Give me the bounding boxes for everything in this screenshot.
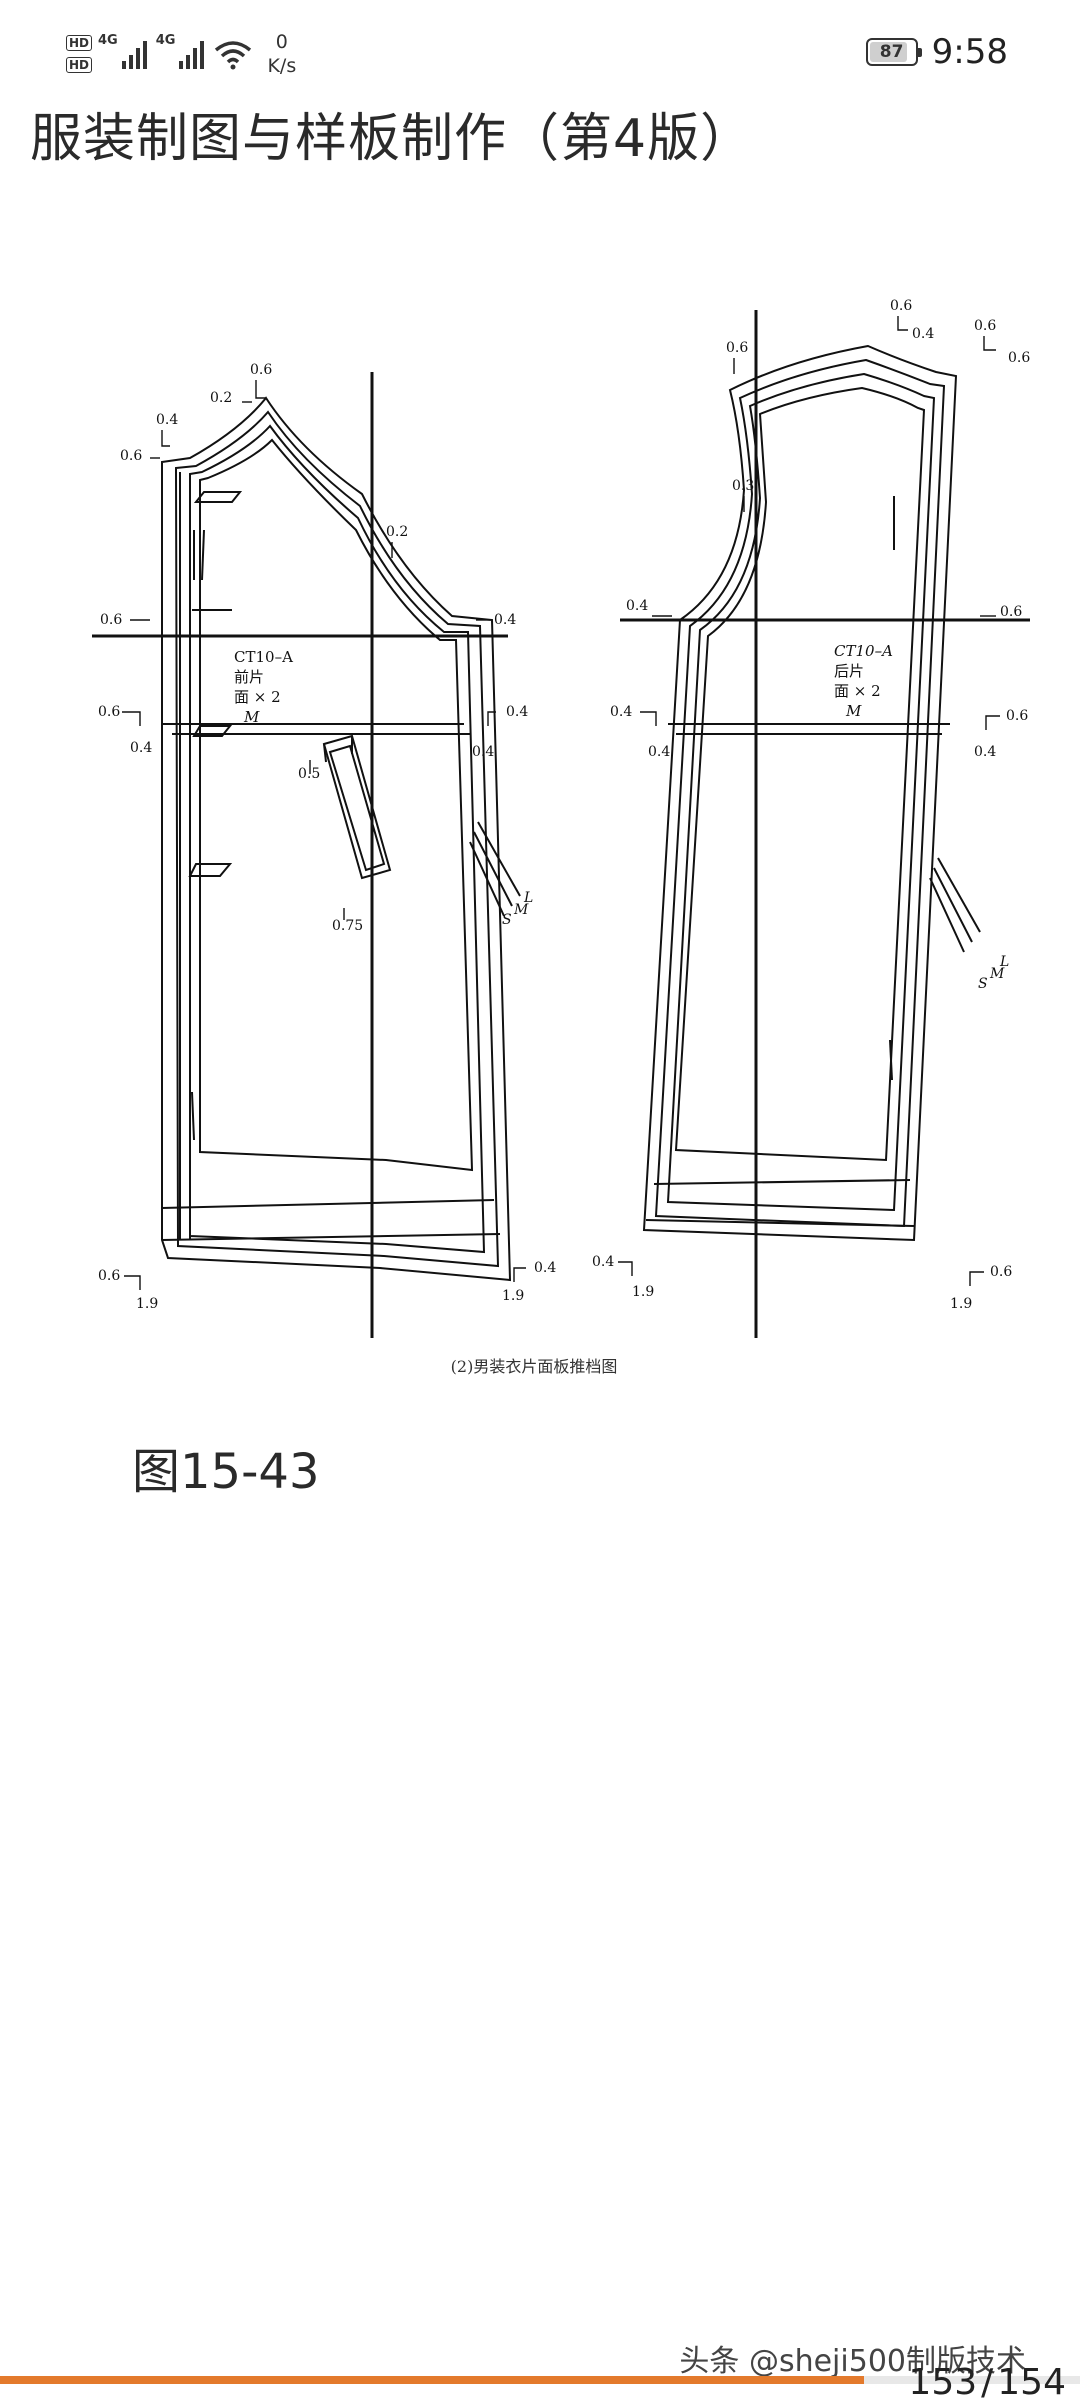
status-bar: HD HD 4G 4G [0,0,1080,100]
front-size-line-l: L [523,890,533,906]
back-grade-hem-left-down: 1.9 [632,1284,654,1300]
network-type-label: 4G [155,32,176,48]
front-size-line-s: S [502,912,512,928]
front-size-line-m: M [513,902,529,918]
signal-1: 4G [98,33,150,69]
front-grade-shoulder-left: 0.6 [120,448,142,464]
front-grade-hem-left-down: 1.9 [136,1296,158,1312]
back-piece-qty: 面 × 2 [834,682,881,700]
back-grade-chest-right: 0.6 [1000,604,1022,620]
back-grade-waist-left-up: 0.4 [610,704,632,720]
back-piece-name: 后片 [834,662,864,680]
front-piece-qty: 面 × 2 [234,688,281,706]
front-grade-hem-right-down: 1.9 [502,1288,524,1304]
back-grade-chest-left: 0.4 [626,598,648,614]
net-speed: 0 K/s [267,30,296,78]
figure-caption: (2)男装衣片面板推档图 [451,1357,618,1376]
page-separator: / [981,2362,994,2403]
back-grade-hem-right-up: 0.6 [990,1264,1012,1280]
back-grade-hem-left-up: 0.4 [592,1254,614,1270]
wifi-icon [215,41,252,70]
back-grade-shoulder-left: 0.6 [726,340,748,356]
reading-progress-bar[interactable] [0,2376,1080,2384]
reading-progress-fill [0,2376,864,2384]
front-grade-armhole: 0.2 [386,524,408,540]
page-total: 154 [997,2362,1066,2403]
signal-bars-icon [121,41,147,69]
back-grade-armhole: 0.3 [732,478,754,494]
watermark-text: 头条 @sheji500制版技术 [679,2344,1026,2379]
front-grade-waist-left-down: 0.4 [130,740,152,756]
back-grade-shoulder-right-up: 0.6 [974,318,996,334]
front-grade-hem-left-up: 0.6 [98,1268,120,1284]
back-piece-code: CT10–A [834,642,893,660]
front-grade-pocket-top: 0.5 [298,766,320,782]
front-piece-outline [92,372,521,1338]
front-grade-neck-top: 0.6 [250,362,272,378]
front-grade-shoulder-up: 0.4 [156,412,178,428]
grade-arrows [122,316,1000,1290]
clock: 9:58 [931,32,1008,72]
document-title: 服装制图与样板制作（第4版） [30,109,754,169]
hd-badge: HD [66,57,93,73]
front-piece-size: M [243,708,260,726]
page-current: 153 [908,2362,978,2403]
pattern-figure: 0.6 0.2 0.4 0.6 0.2 0.6 0.4 0.6 0.4 0.4 … [0,280,1080,1400]
battery-icon: 87 [865,38,922,66]
back-grade-waist-left-down: 0.4 [648,744,670,760]
front-piece-name: 前片 [234,668,264,686]
back-piece-outline [620,310,1030,1338]
back-grade-hem-right-down: 1.9 [950,1296,972,1312]
back-size-line-m: M [989,966,1005,982]
status-icons-right: 87 9:58 [865,30,1008,74]
back-grade-shoulder-right: 0.6 [1008,350,1030,366]
battery-level: 87 [879,42,904,62]
net-speed-value: 0 [275,31,288,53]
back-grade-waist-right-up: 0.6 [1006,708,1028,724]
figure-number: 图15-43 [132,1444,320,1500]
back-piece-size: M [845,702,862,720]
net-speed-unit: K/s [267,55,297,77]
network-type-label: 4G [98,32,118,48]
front-grade-pocket-bottom: 0.75 [332,918,363,934]
back-size-line-l: L [999,954,1009,970]
back-grade-waist-right-down: 0.4 [974,744,996,760]
signal-2: 4G [156,33,208,69]
page-indicator[interactable]: 153/154 [908,2362,1066,2403]
front-grade-hem-right-up: 0.4 [534,1260,556,1276]
back-size-line-s: S [978,976,988,992]
back-grade-neck-right: 0.4 [912,326,934,342]
status-icons-left: HD HD 4G 4G [66,26,296,82]
back-grade-neck-top: 0.6 [890,298,912,314]
front-grade-waist-right-up: 0.4 [506,704,528,720]
battery-fill [869,42,908,62]
hd-badge: HD [66,35,93,51]
hd-badges: HD HD [66,35,93,73]
front-piece-code: CT10–A [234,648,293,666]
front-grade-waist-left-up: 0.6 [98,704,120,720]
signal-bars-icon [179,41,205,69]
pattern-diagram: 0.6 0.2 0.4 0.6 0.2 0.6 0.4 0.6 0.4 0.4 … [92,298,1030,1376]
front-grade-neck-side: 0.2 [210,390,232,406]
front-grade-chest-right: 0.4 [494,612,516,628]
front-grade-chest-left: 0.6 [100,612,122,628]
front-grade-waist-right-down: 0.4 [472,744,494,760]
